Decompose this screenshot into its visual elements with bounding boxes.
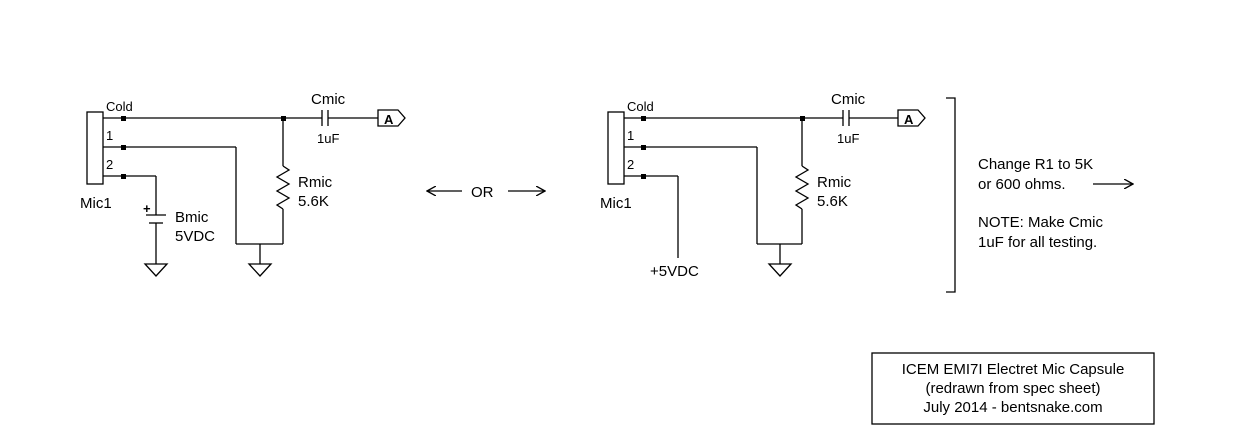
battery-value-label: 5VDC <box>175 228 215 245</box>
res-ref-label: Rmic <box>817 174 852 191</box>
ground-symbol <box>247 263 273 277</box>
output-flag <box>377 109 406 127</box>
pin-cold-node <box>641 116 646 121</box>
output-flag-label: A <box>384 112 394 127</box>
or-separator: OR <box>427 184 545 201</box>
cap-value-label: 1uF <box>837 131 859 146</box>
pin-2-node <box>641 174 646 179</box>
title-line-3: July 2014 - bentsnake.com <box>923 399 1102 416</box>
output-flag-label: A <box>904 112 914 127</box>
battery-plus-label: + <box>143 201 151 216</box>
ground-symbol <box>767 263 793 277</box>
output-flag <box>897 109 926 127</box>
note-line-3: NOTE: Make Cmic <box>978 214 1104 231</box>
resistor-rmic <box>794 165 810 210</box>
title-line-1: ICEM EMI7I Electret Mic Capsule <box>902 361 1125 378</box>
notes-bracket <box>946 97 956 293</box>
pin-cold-node <box>121 116 126 121</box>
pin-1-label: 1 <box>627 128 634 143</box>
pin-2-label: 2 <box>106 157 113 172</box>
or-label: OR <box>471 184 494 201</box>
res-ref-label: Rmic <box>298 174 333 191</box>
mic1-body <box>86 111 104 185</box>
note-line-4: 1uF for all testing. <box>978 234 1097 251</box>
mic-ref-label: Mic1 <box>600 195 632 212</box>
pin-1-node <box>641 145 646 150</box>
note-line-1: Change R1 to 5K <box>978 156 1093 173</box>
ground-symbol <box>143 263 169 277</box>
pin-1-node <box>121 145 126 150</box>
pin-cold-label: Cold <box>106 99 133 114</box>
note-line-2: or 600 ohms. <box>978 176 1066 193</box>
cap-ref-label: Cmic <box>831 91 866 108</box>
pin-2-node <box>121 174 126 179</box>
res-value-label: 5.6K <box>817 193 848 210</box>
mic1-body <box>607 111 625 185</box>
supply-label: +5VDC <box>650 263 699 280</box>
title-line-2: (redrawn from spec sheet) <box>925 380 1100 397</box>
pin-1-label: 1 <box>106 128 113 143</box>
cap-value-label: 1uF <box>317 131 339 146</box>
title-box <box>871 352 1155 425</box>
battery-ref-label: Bmic <box>175 209 209 226</box>
res-value-label: 5.6K <box>298 193 329 210</box>
mic-ref-label: Mic1 <box>80 195 112 212</box>
resistor-rmic <box>275 165 291 210</box>
right-circuit: Cold 1 2 Mic1 Cmic 1uF A Rmic 5.6K +5VDC <box>600 91 926 280</box>
pin-cold-label: Cold <box>627 99 654 114</box>
pin-2-label: 2 <box>627 157 634 172</box>
left-circuit: Cold 1 2 Mic1 Cmic 1uF A Rmic 5.6K + <box>80 91 406 277</box>
cap-ref-label: Cmic <box>311 91 346 108</box>
notes-block: Change R1 to 5K or 600 ohms. NOTE: Make … <box>946 97 1133 293</box>
title-block: ICEM EMI7I Electret Mic Capsule (redrawn… <box>871 352 1155 425</box>
